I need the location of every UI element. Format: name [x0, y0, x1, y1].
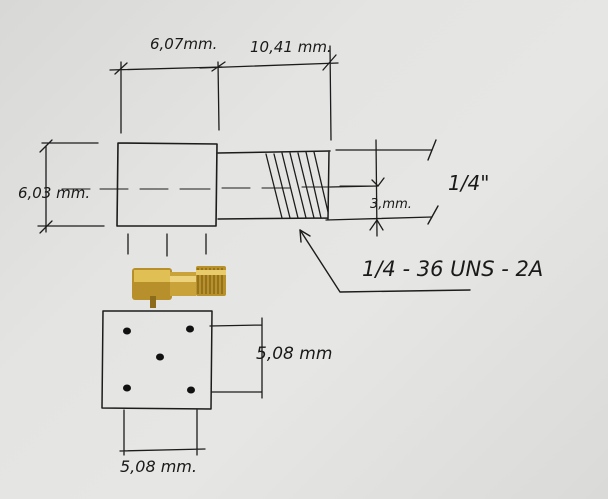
dim-label-thread-small: 3,mm.: [370, 197, 412, 212]
footprint-pads: [123, 325, 195, 394]
dimension-thread-diameter: [325, 139, 439, 237]
dim-label-thread-diameter: 1/4": [448, 171, 489, 195]
dimension-thread-length: [199, 45, 339, 141]
dimension-body-width: [109, 61, 226, 134]
dim-label-thread-length: 10,41 mm.: [250, 38, 332, 56]
pin-leads: [127, 233, 207, 257]
dimension-pin-spacing-v: [209, 317, 263, 399]
thread-barrel: [217, 150, 331, 220]
thread-leader: [299, 229, 471, 293]
body-outline: [116, 142, 218, 227]
sma-connector-photo: [132, 266, 226, 308]
dimension-body-height: [37, 139, 105, 234]
thread-spec-label: 1/4 - 36 UNS - 2A: [362, 257, 543, 281]
dim-label-body-height: 6,03 mm.: [18, 184, 90, 202]
dim-label-body-width: 6,07mm.: [150, 35, 217, 53]
dimension-pin-spacing-h: [119, 409, 206, 456]
dim-label-pin-spacing-h: 5,08 mm.: [120, 457, 197, 476]
footprint-outline: [101, 310, 213, 410]
centerline: [61, 185, 373, 190]
dim-label-pin-spacing-v: 5,08 mm: [256, 344, 332, 364]
